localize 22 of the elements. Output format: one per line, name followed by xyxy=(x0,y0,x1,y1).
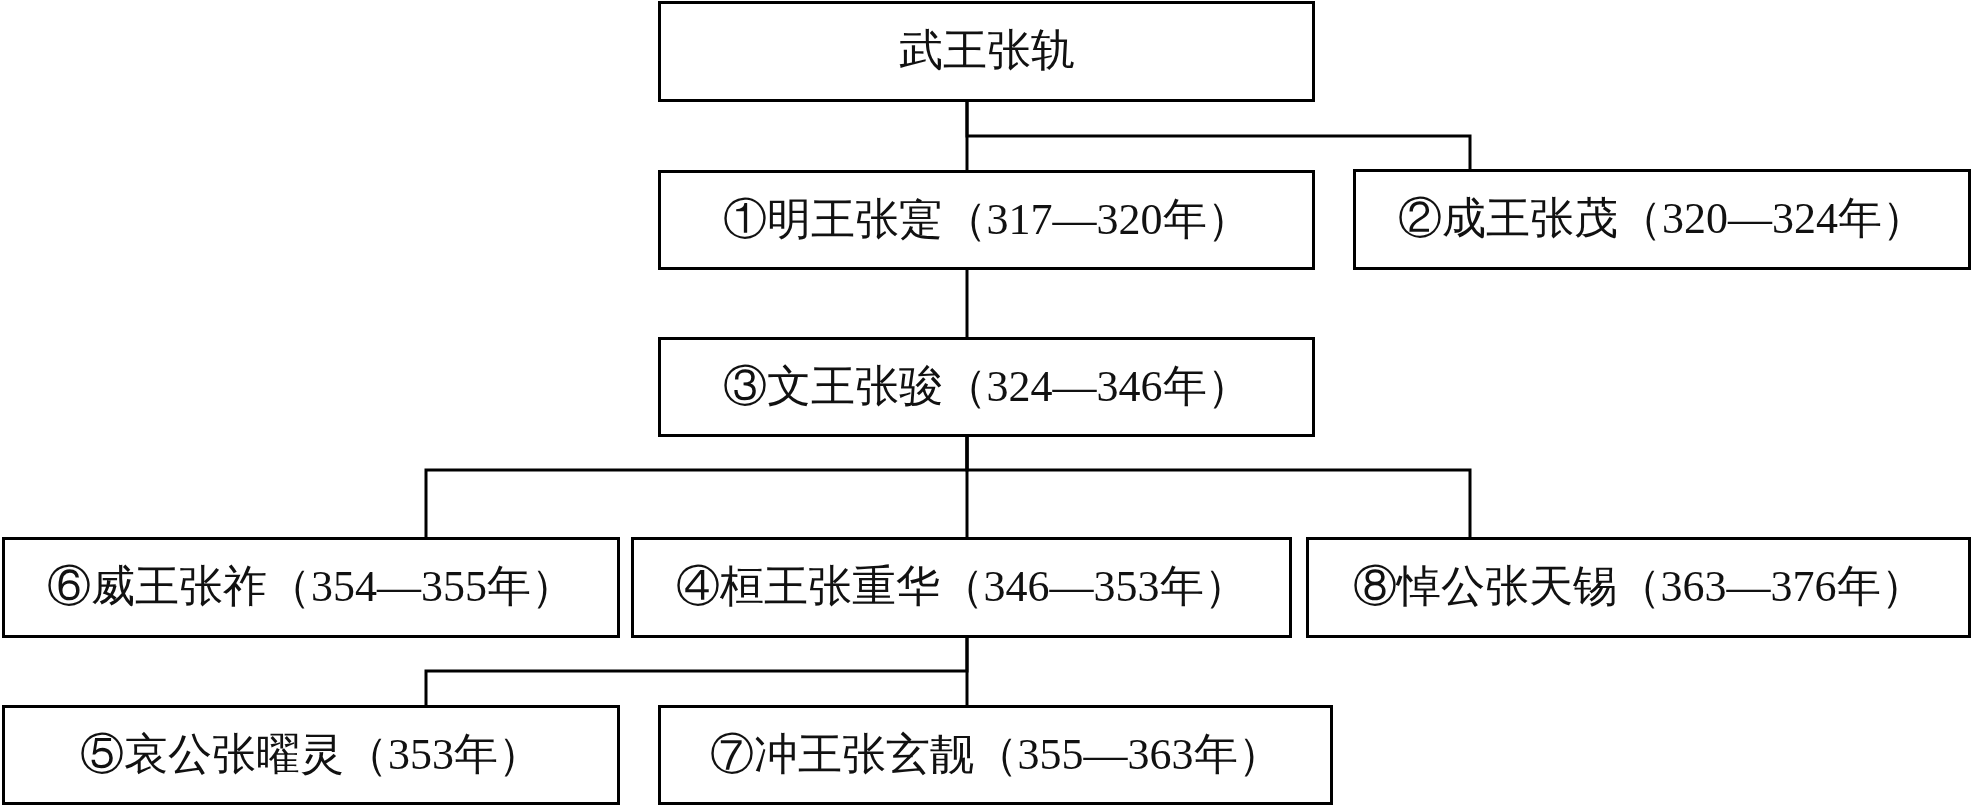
ruler-name: ⑦冲王张玄靓（355—363年） xyxy=(709,730,1282,780)
ruler-box xyxy=(658,170,1315,270)
ruler-name: ⑧悼公张天锡（363—376年） xyxy=(1352,563,1925,612)
ruler-box xyxy=(1306,537,1971,638)
ruler-name: ①明王张寔（317—320年） xyxy=(722,195,1251,245)
ruler-box xyxy=(658,705,1333,805)
connector-line xyxy=(965,270,969,337)
ruler-name: 武王张轨 xyxy=(898,27,1075,76)
ruler-box xyxy=(1353,169,1971,270)
ruler-box xyxy=(2,537,620,638)
connector-line xyxy=(965,102,1472,169)
ruler-box xyxy=(631,537,1292,638)
ruler-name: ②成王张茂（320—324年） xyxy=(1398,195,1926,244)
ruler-box xyxy=(2,705,620,805)
connector-line xyxy=(965,437,1472,537)
ruler-name: ③文王张骏（324—346年） xyxy=(722,362,1251,412)
connector-line xyxy=(965,638,969,705)
ruler-box xyxy=(658,1,1315,102)
ruler-name: ⑤哀公张曜灵（353年） xyxy=(80,730,542,780)
ruler-name: ④桓王张重华（346—353年） xyxy=(675,563,1248,612)
ruler-name: ⑥威王张祚（354—355年） xyxy=(47,563,575,612)
ruler-box xyxy=(658,337,1315,437)
